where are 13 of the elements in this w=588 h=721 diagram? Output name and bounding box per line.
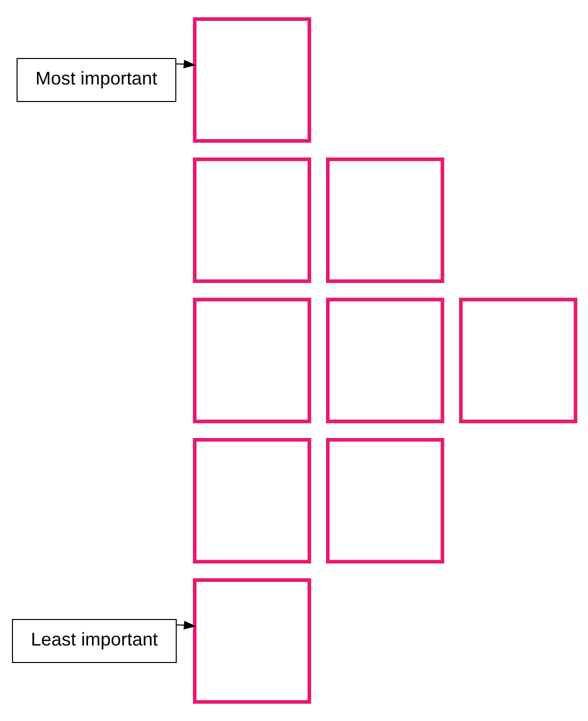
node-box — [192, 438, 312, 564]
node-box: Most important — [16, 58, 176, 102]
node-box — [459, 298, 578, 424]
node-box — [326, 438, 444, 564]
node-box — [326, 298, 444, 424]
node-box — [192, 17, 312, 143]
node-box: Least important — [12, 618, 177, 663]
node-box — [326, 158, 444, 283]
arrow — [176, 620, 196, 630]
node-box — [192, 158, 312, 283]
node-box — [192, 298, 312, 424]
node-box — [192, 578, 312, 704]
arrow — [176, 60, 196, 68]
